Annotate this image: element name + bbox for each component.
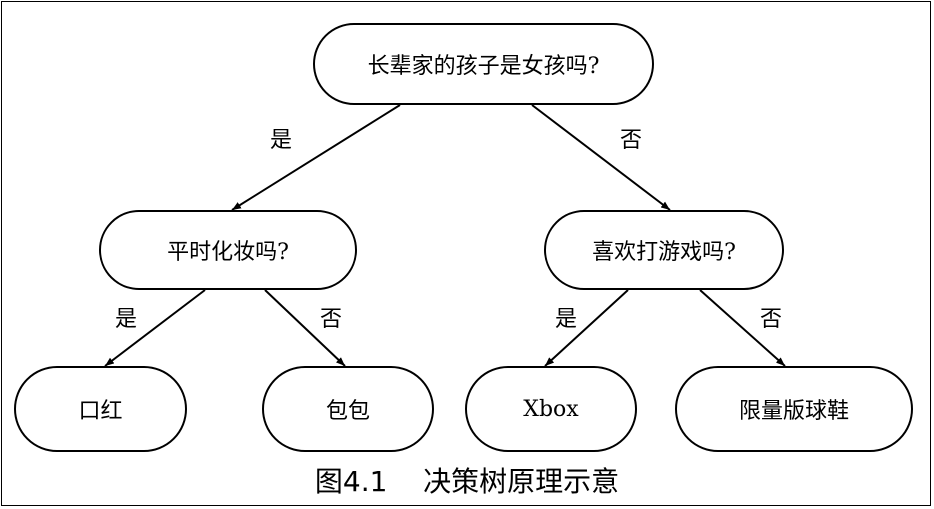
edge-label-left-yes: 是 xyxy=(115,307,138,332)
edge-label-root-yes: 是 xyxy=(270,128,293,153)
edge-root-to-right xyxy=(531,104,671,211)
left-question-text: 平时化妆吗? xyxy=(167,240,289,265)
figure-title: 决策树原理示意 xyxy=(423,465,620,498)
leaf-text-sneakers: 限量版球鞋 xyxy=(738,399,849,424)
leaf-node-lipstick: 口红 xyxy=(14,366,187,452)
figure-number: 图4.1 xyxy=(314,465,388,498)
edge-label-root-no: 否 xyxy=(620,128,643,153)
edge-label-left-no: 否 xyxy=(320,307,343,332)
edge-left-to-no xyxy=(264,289,346,367)
right-question-text: 喜欢打游戏吗? xyxy=(592,240,736,265)
edge-left-to-yes xyxy=(104,289,206,367)
edge-right-to-yes xyxy=(544,289,629,367)
edge-label-right-yes: 是 xyxy=(555,307,578,332)
leaf-node-bag: 包包 xyxy=(262,366,434,452)
leaf-text-bag: 包包 xyxy=(325,399,370,424)
leaf-node-xbox: Xbox xyxy=(465,366,637,452)
figure-caption: 图4.1 决策树原理示意 xyxy=(0,462,934,502)
edge-root-to-left xyxy=(231,104,401,211)
left-question-node: 平时化妆吗? xyxy=(99,210,357,290)
leaf-text-lipstick: 口红 xyxy=(78,399,123,424)
root-question-text: 长辈家的孩子是女孩吗? xyxy=(367,54,600,79)
leaf-text-xbox: Xbox xyxy=(523,396,579,422)
edge-right-to-no xyxy=(699,289,786,367)
edge-label-right-no: 否 xyxy=(760,307,783,332)
leaf-node-sneakers: 限量版球鞋 xyxy=(675,366,913,452)
root-question-node: 长辈家的孩子是女孩吗? xyxy=(313,23,654,105)
right-question-node: 喜欢打游戏吗? xyxy=(544,210,784,290)
